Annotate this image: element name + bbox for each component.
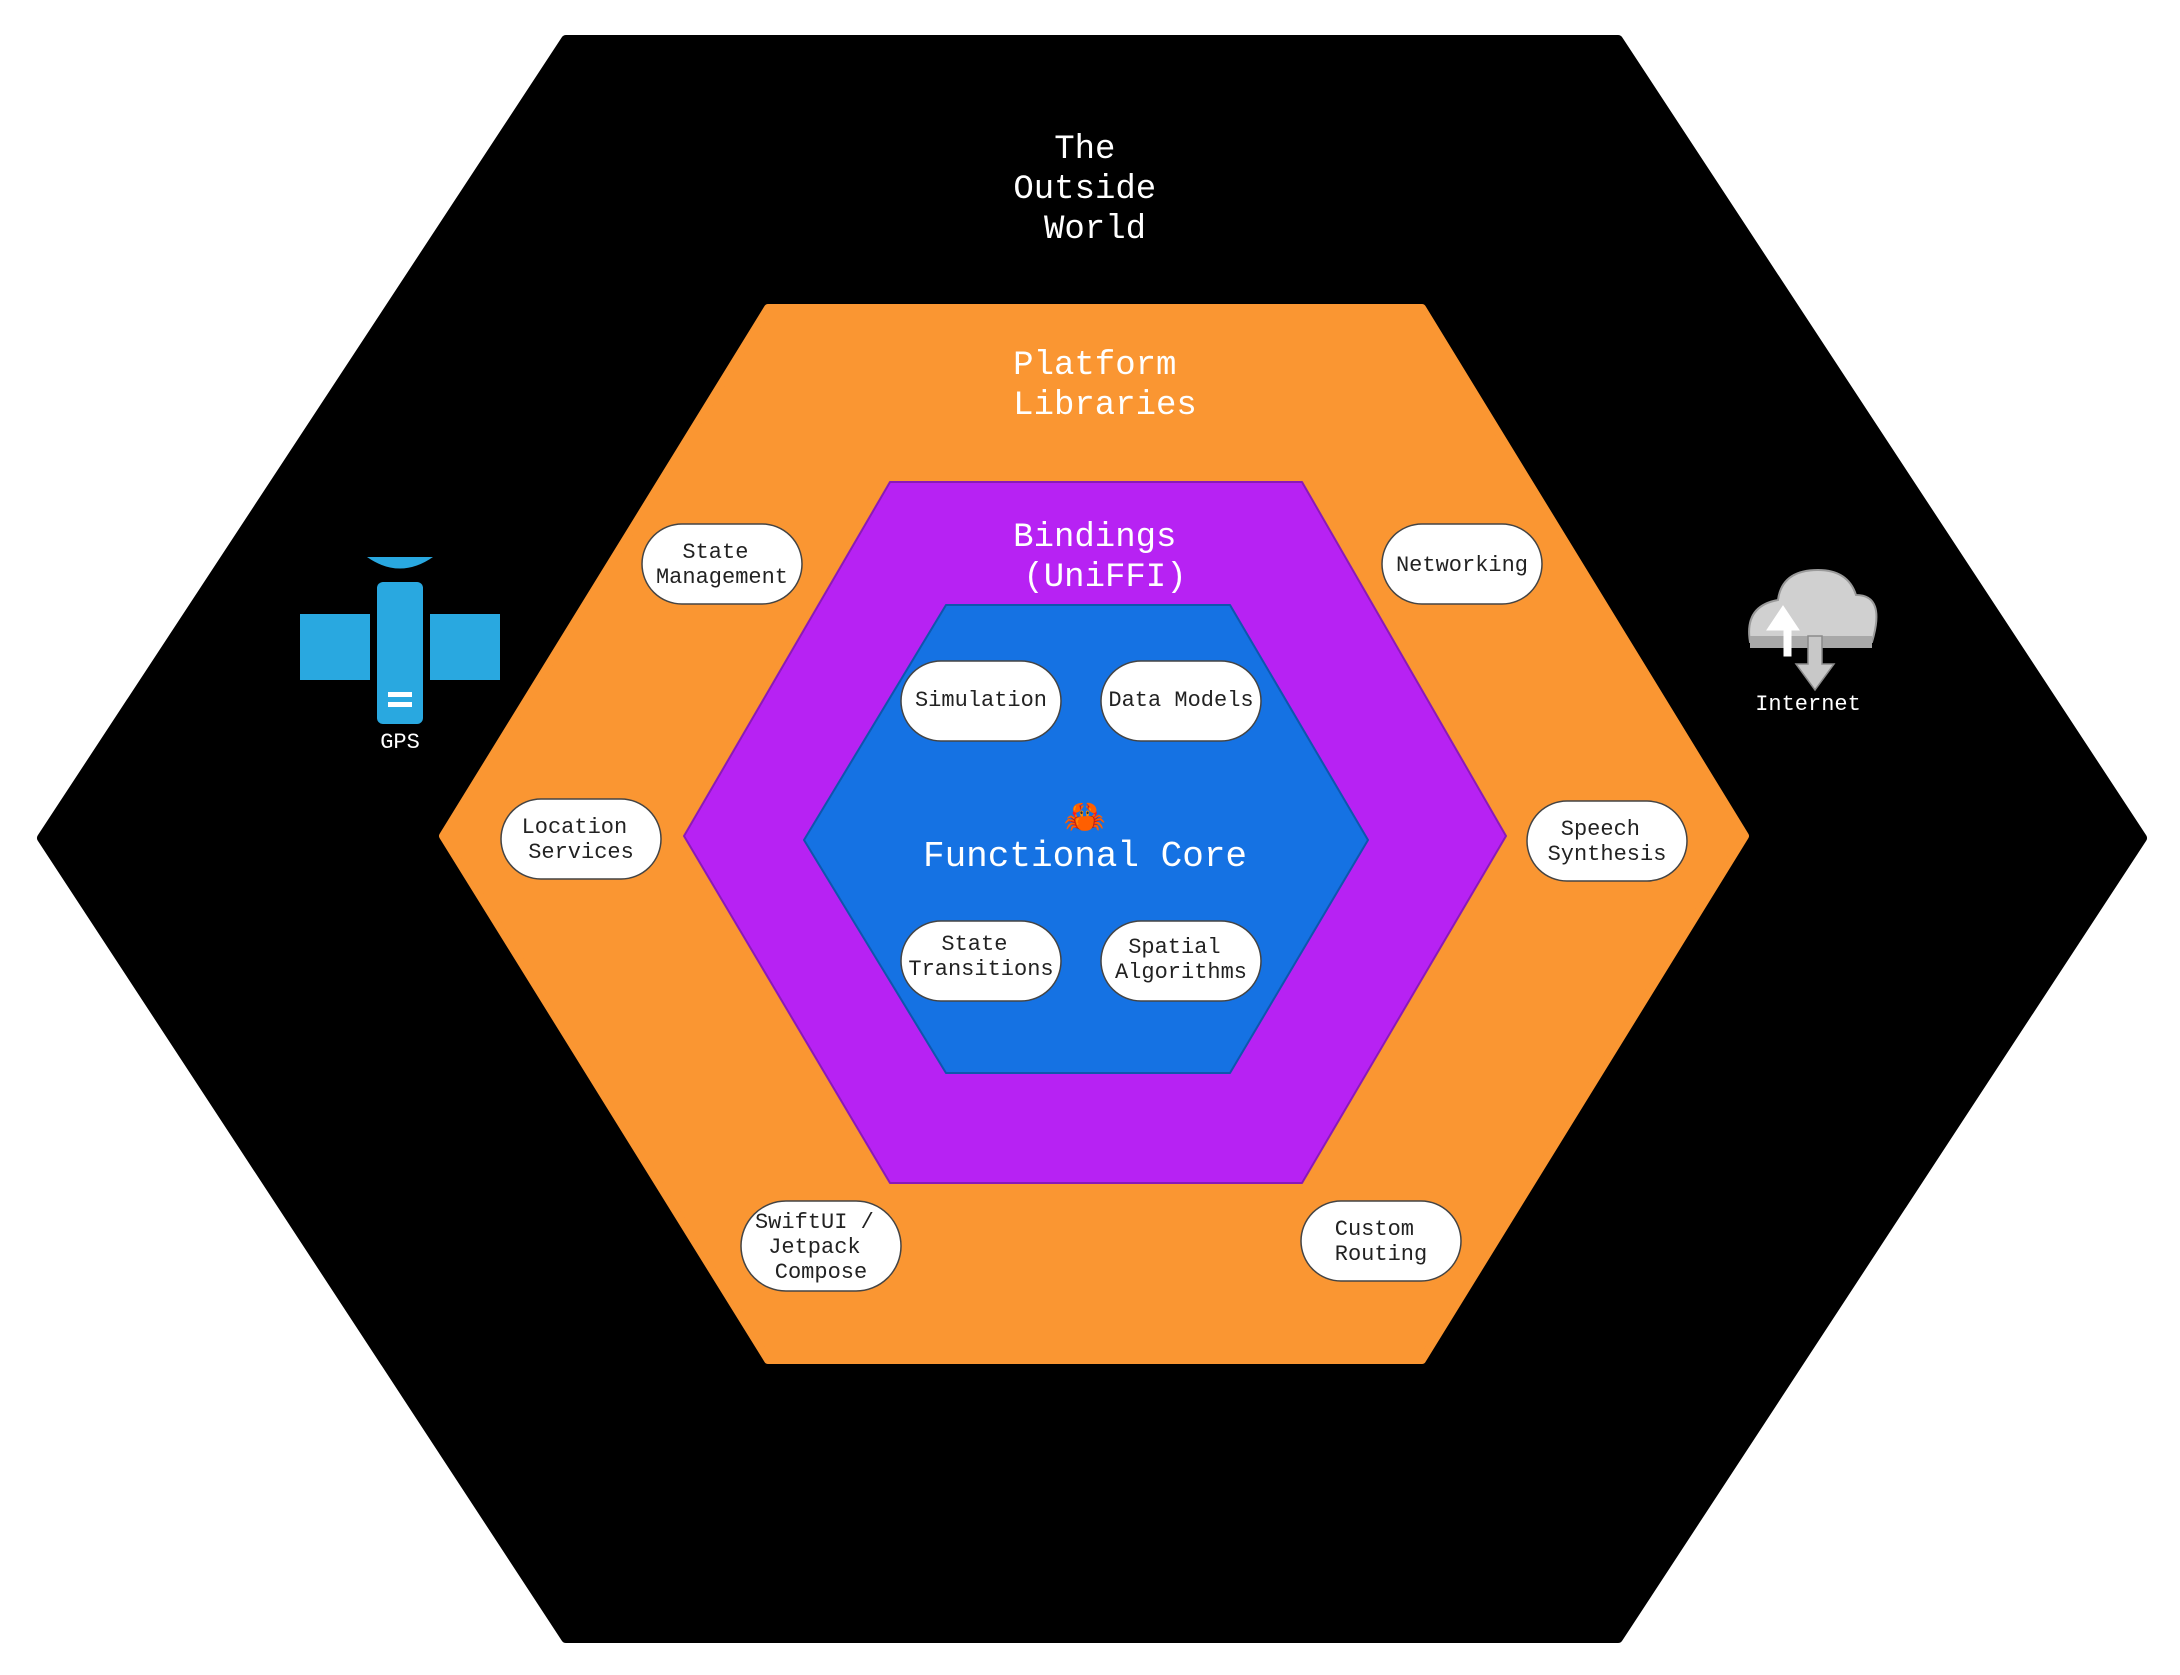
pill-label: Networking <box>1396 553 1528 578</box>
pill-simulation: Simulation <box>900 660 1062 742</box>
pill-data-models: Data Models <box>1100 660 1262 742</box>
pill-custom-routing: Custom Routing <box>1300 1200 1462 1282</box>
outside-world-title: The Outside World <box>1013 131 1176 249</box>
cloud-upload-download-icon <box>1748 568 1878 692</box>
pill-label: State Management <box>656 540 788 590</box>
pill-label: Speech Synthesis <box>1548 817 1667 867</box>
functional-core-title: Functional Core <box>923 836 1247 877</box>
pill-speech-synthesis: Speech Synthesis <box>1526 800 1688 882</box>
pill-label: Custom Routing <box>1335 1217 1427 1267</box>
pill-label: Location Services <box>522 815 641 865</box>
pill-state-management: State Management <box>641 523 803 605</box>
satellite-icon <box>300 557 500 724</box>
pill-networking: Networking <box>1381 523 1543 605</box>
pill-label: Data Models <box>1108 688 1253 713</box>
pill-location-services: Location Services <box>500 798 662 880</box>
pill-state-transitions: State Transitions <box>900 920 1062 1002</box>
pill-label: State Transitions <box>908 932 1053 982</box>
crab-emoji: 🦀 <box>1064 797 1106 837</box>
pill-swiftui-jetpack-compose: SwiftUI / Jetpack Compose <box>740 1200 902 1292</box>
gps-label: GPS <box>380 730 420 755</box>
pill-label: SwiftUI / Jetpack Compose <box>755 1210 887 1285</box>
bindings-title: Bindings (UniFFI) <box>1013 519 1197 597</box>
platform-libraries-title: Platform Libraries <box>1013 347 1197 425</box>
pill-label: Spatial Algorithms <box>1115 935 1247 985</box>
internet-label: Internet <box>1755 692 1861 717</box>
pill-label: Simulation <box>915 688 1047 713</box>
pill-spatial-algorithms: Spatial Algorithms <box>1100 920 1262 1002</box>
